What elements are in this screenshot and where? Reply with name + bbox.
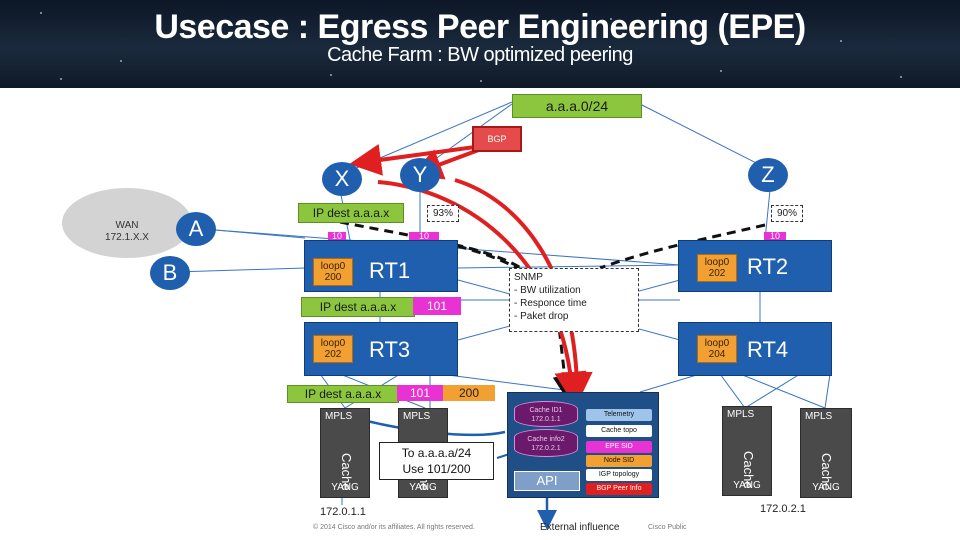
cache-yang-label: YANG	[812, 482, 840, 493]
cache-right-2: MPLS Cache YANG	[800, 408, 852, 498]
router-rt3: loop0 202 RT3	[304, 322, 458, 376]
cache-mpls-label: MPLS	[727, 409, 755, 420]
ip-dest-bottom: IP dest a.a.a.x	[287, 385, 399, 403]
page-subtitle: Cache Farm : BW optimized peering	[327, 44, 633, 66]
stack-igp-topology: IGP topology	[586, 469, 652, 481]
classification-label: Cisco Public	[648, 524, 687, 531]
page-title: Usecase : Egress Peer Engineering (EPE)	[154, 8, 806, 46]
rt3-name: RT3	[369, 337, 411, 362]
snmp-item: - Paket drop	[514, 311, 569, 322]
snmp-title: SNMP	[514, 272, 543, 283]
peer-node-x: X	[322, 162, 362, 196]
utilization-z: 90%	[771, 205, 803, 222]
rt4-name: RT4	[747, 337, 789, 362]
cache-right-1: MPLS Cache YANG	[722, 406, 772, 496]
wan-subnet: 172.1.X.X	[105, 232, 149, 243]
peer-node-z: Z	[748, 158, 788, 192]
label-stack-bottom-1: 101	[397, 385, 443, 401]
cache-mpls-label: MPLS	[325, 411, 353, 422]
policy-line-1: To a.a.a.a/24	[401, 446, 472, 460]
router-rt1: loop0 200 RT1	[304, 240, 458, 292]
cache-yang-label: YANG	[733, 480, 761, 491]
peer-node-a: A	[176, 212, 216, 246]
cache-left-1: MPLS Cache YANG	[320, 408, 370, 498]
stack-cache-topo: Cache topo	[586, 425, 652, 437]
api-button[interactable]: API	[514, 471, 580, 491]
bgp-badge: BGP	[472, 126, 522, 152]
cache-address-right: 172.0.2.1	[760, 503, 806, 515]
stack-telemetry: Telemetry	[586, 409, 652, 421]
router-rt4: loop0 204 RT4	[678, 322, 832, 376]
external-influence-label: External influence	[540, 522, 620, 533]
cache-db-1: Cache ID1 172.0.1.1	[514, 401, 578, 427]
wan-title: WAN	[115, 220, 139, 231]
cache-db-2: Cache info2 172.0.2.1	[514, 429, 578, 457]
snmp-item-text: Paket drop	[520, 311, 569, 322]
wan-label: WAN 172.1.X.X	[92, 220, 162, 244]
rt3-loopback: loop0 202	[313, 335, 353, 363]
peer-node-y: Y	[400, 158, 440, 192]
rt2-name: RT2	[747, 254, 789, 279]
snmp-item-text: Responce time	[520, 298, 587, 309]
stack-node-sid: Node SID	[586, 455, 652, 467]
title-banner	[0, 0, 960, 88]
ip-dest-middle: IP dest a.a.a.x	[301, 297, 415, 317]
cache-address-left: 172.0.1.1	[320, 506, 366, 518]
rt1-loopback: loop0 200	[313, 258, 353, 286]
policy-line-2: Use 101/200	[402, 462, 471, 476]
copyright-footer: © 2014 Cisco and/or its affiliates. All …	[313, 524, 475, 531]
peer-node-b: B	[150, 256, 190, 290]
ip-dest-top: IP dest a.a.a.x	[298, 203, 404, 223]
cache-mpls-label: MPLS	[805, 411, 833, 422]
rt1-name: RT1	[369, 258, 411, 283]
cache-yang-label: YANG	[409, 482, 437, 493]
snmp-item: - Responce time	[514, 298, 587, 309]
wan-cloud	[62, 188, 192, 258]
rt2-loopback: loop0 202	[697, 254, 737, 282]
snmp-item: - BW utilization	[514, 285, 581, 296]
snmp-item-text: BW utilization	[520, 285, 581, 296]
cache-mpls-label: MPLS	[403, 411, 431, 422]
prefix-box: a.a.a.0/24	[512, 94, 642, 118]
stack-epe-sid: EPE SID	[586, 441, 652, 453]
stack-bgp-peer-info: BGP Peer Info	[586, 483, 652, 495]
label-stack-middle: 101	[413, 297, 461, 315]
policy-instruction-box: To a.a.a.a/24 Use 101/200	[379, 442, 494, 480]
label-stack-bottom-2: 200	[443, 385, 495, 401]
snmp-telemetry-box: SNMP - BW utilization - Responce time - …	[509, 268, 639, 332]
utilization-y: 93%	[427, 205, 459, 222]
cache-yang-label: YANG	[331, 482, 359, 493]
router-rt2: loop0 202 RT2	[678, 240, 832, 292]
rt4-loopback: loop0 204	[697, 335, 737, 363]
